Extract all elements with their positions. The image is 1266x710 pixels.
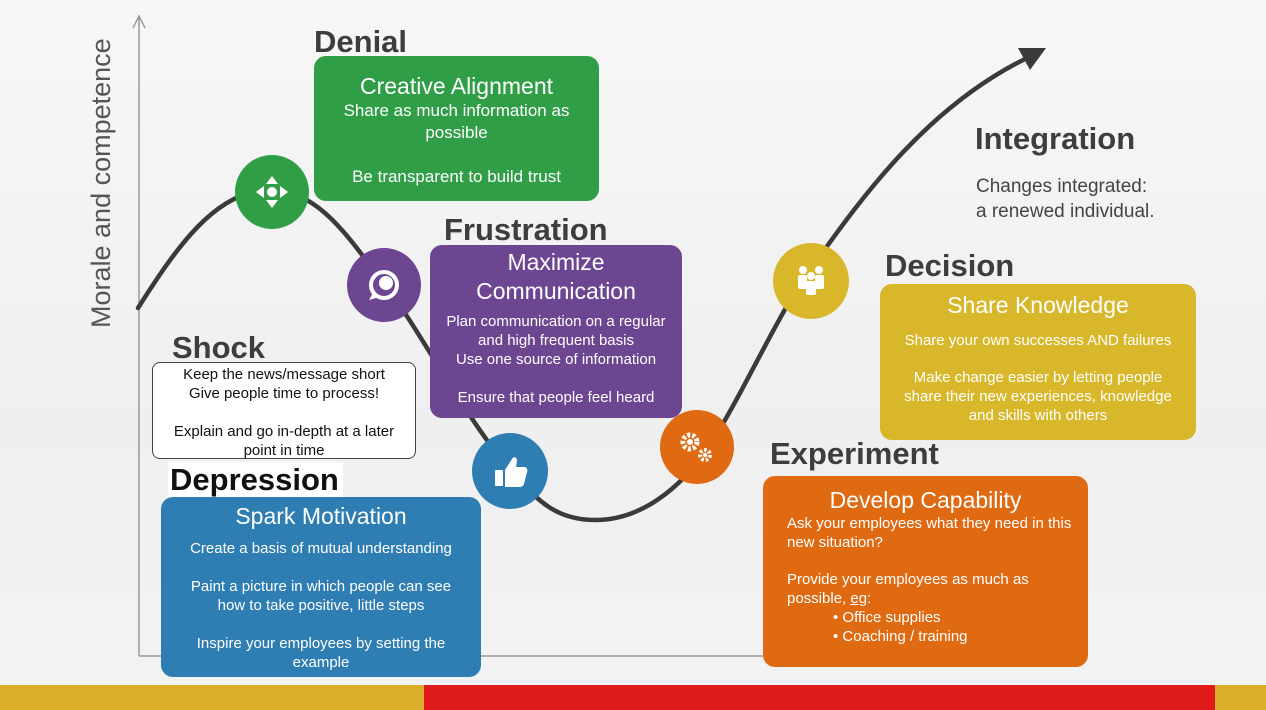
develop-capability-line-4: possible, eg:: [787, 589, 1088, 608]
develop-capability-colon: :: [867, 590, 872, 607]
creative-alignment-line-1: Share as much information as: [343, 101, 570, 120]
move-arrows-icon: [235, 155, 309, 229]
shock-line-1: Keep the news/message short: [183, 366, 385, 383]
shock-line-2: Give people time to process!: [188, 385, 380, 402]
share-knowledge-box: Share Knowledge Share your own successes…: [880, 284, 1196, 440]
creative-alignment-line-2: possible: [425, 123, 488, 142]
share-knowledge-line-4: and skills with others: [968, 407, 1108, 424]
maximize-communication-line-3: Use one source of information: [455, 351, 657, 368]
share-knowledge-line-1: Share your own successes AND failures: [904, 332, 1172, 349]
y-axis-arrow: [132, 14, 146, 29]
creative-alignment-box: Creative Alignment Share as much informa…: [314, 56, 599, 201]
spark-motivation-line-2: Paint a picture in which people can see: [190, 578, 452, 595]
spark-motivation-line-3: how to take positive, little steps: [217, 597, 425, 614]
share-knowledge-line-2: Make change easier by letting people: [913, 369, 1163, 386]
stage-decision: Decision: [885, 248, 1015, 283]
spark-motivation-line-4: Inspire your employees by setting the: [196, 635, 446, 652]
share-knowledge-line-3: share their new experiences, knowledge: [904, 388, 1172, 405]
develop-capability-line-3: Provide your employees as much as: [787, 571, 1029, 588]
spark-motivation-line-1: Create a basis of mutual understanding: [190, 540, 452, 557]
y-axis-label: Morale and competence: [86, 38, 116, 328]
develop-capability-line-1: Ask your employees what they need in thi…: [787, 515, 1072, 532]
creative-alignment-heading: Creative Alignment: [359, 73, 554, 99]
integration-description: Changes integrated: a renewed individual…: [976, 174, 1155, 224]
shock-line-3: Explain and go in-depth at a later: [173, 423, 395, 440]
maximize-communication-line-4: Ensure that people feel heard: [457, 389, 655, 406]
maximize-communication-heading-2: Communication: [476, 278, 636, 304]
chat-bubble-icon: [347, 248, 421, 322]
stage-frustration: Frustration: [444, 212, 608, 247]
stage-integration: Integration: [975, 121, 1136, 156]
maximize-communication-line-2: and high frequent basis: [478, 332, 634, 349]
develop-capability-line-4-text: possible,: [787, 590, 851, 607]
bottom-bar-gold-left: [0, 685, 424, 710]
stage-denial: Denial: [314, 24, 408, 59]
stage-shock: Shock: [172, 330, 266, 365]
maximize-communication-line-1: Plan communication on a regular: [446, 313, 666, 330]
spark-motivation-line-5: example: [292, 654, 350, 671]
stage-experiment: Experiment: [770, 436, 939, 471]
shock-line-4: point in time: [243, 442, 325, 459]
integration-line-1: Changes integrated:: [976, 176, 1148, 197]
gears-icon: [660, 410, 734, 484]
bottom-bar-gold-right: [1215, 685, 1266, 710]
bottom-bar-red: [424, 685, 1215, 710]
bullet-office-supplies: Office supplies: [833, 608, 1088, 627]
shock-box: Keep the news/message short Give people …: [152, 362, 416, 459]
maximize-communication-box: Maximize Communication Plan communicatio…: [430, 245, 682, 418]
spark-motivation-box: Spark Motivation Create a basis of mutua…: [161, 497, 481, 677]
develop-capability-line-2: new situation?: [787, 534, 883, 551]
spark-motivation-heading: Spark Motivation: [235, 503, 407, 529]
thumbs-up-icon: [472, 433, 548, 509]
develop-capability-bullets: Office supplies Coaching / training: [763, 608, 1088, 646]
creative-alignment-line-3: Be transparent to build trust: [352, 167, 561, 186]
maximize-communication-heading-1: Maximize: [507, 249, 605, 275]
develop-capability-heading: Develop Capability: [829, 487, 1022, 513]
integration-line-2: a renewed individual.: [976, 201, 1155, 222]
share-knowledge-heading: Share Knowledge: [947, 292, 1129, 318]
people-group-icon: [773, 243, 849, 319]
develop-capability-box: Develop Capability Ask your employees wh…: [763, 476, 1088, 667]
bullet-coaching-training: Coaching / training: [833, 627, 1088, 646]
develop-capability-eg: eg: [850, 590, 868, 607]
stage-depression: Depression: [168, 462, 343, 498]
curve-arrowhead: [1018, 48, 1046, 70]
